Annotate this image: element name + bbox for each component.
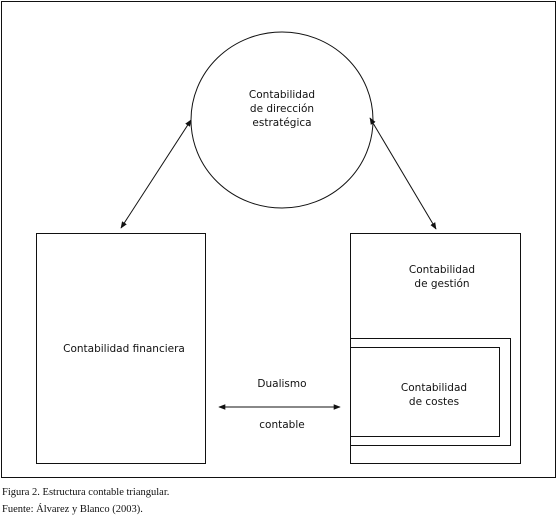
arrow-financial-strategic [120,119,192,229]
cost-accounting-outer-frame [350,338,511,446]
figure-caption: Figura 2. Estructura contable triangular… [2,487,170,498]
management-accounting-box [350,233,521,464]
figure-source: Fuente: Álvarez y Blanco (2003). [2,504,143,515]
dualism-label-top: Dualismo [257,378,306,390]
strategic-accounting-line-1: Contabilidad [249,89,315,101]
arrow-strategic-management [369,117,437,230]
strategic-accounting-line-2: de dirección [250,103,314,115]
figure-frame [1,1,556,478]
financial-accounting-box [36,233,206,464]
cost-accounting-box [350,347,500,437]
management-accounting-line-1: Contabilidad [409,264,475,276]
financial-accounting-label: Contabilidad financiera [63,343,185,355]
cost-accounting-line-2: de costes [409,396,459,408]
dualism-label-bottom: contable [259,419,304,431]
strategic-accounting-line-3: estratégica [252,117,311,129]
cost-accounting-line-1: Contabilidad [401,382,467,394]
management-accounting-line-2: de gestión [414,278,469,290]
